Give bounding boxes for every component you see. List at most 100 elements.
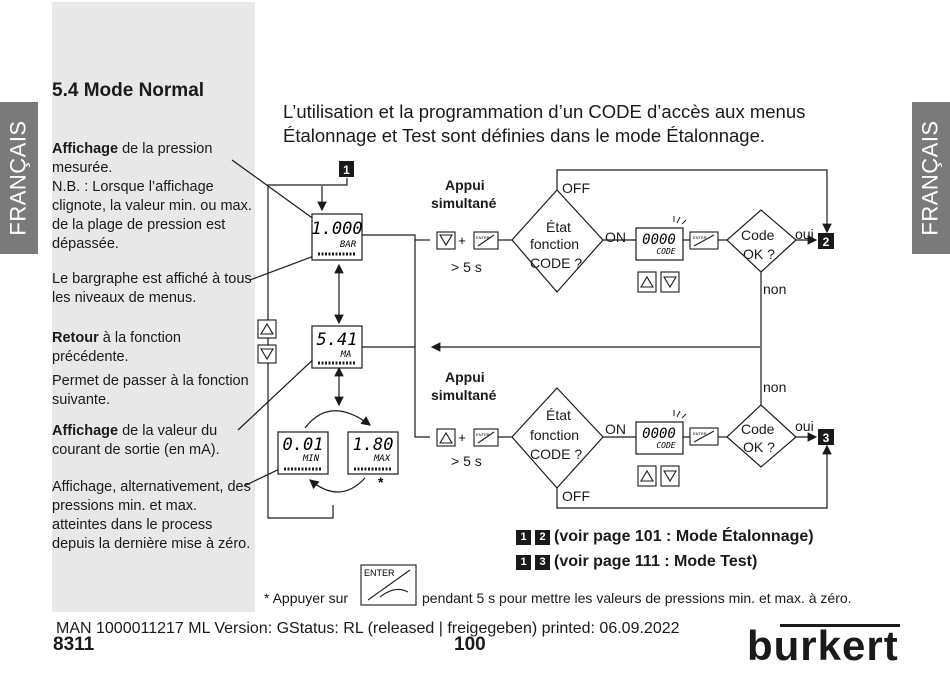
ref-text: (voir page 101 : Mode Étalonnage) bbox=[554, 528, 814, 545]
label-ok: OK ? bbox=[743, 246, 775, 262]
display-value: 0.01 bbox=[283, 435, 324, 455]
language-tab-right: FRANÇAIS bbox=[912, 102, 950, 254]
label-simultane: simultané bbox=[431, 387, 497, 403]
display-unit: MIN bbox=[302, 454, 320, 464]
footnote-pre: * Appuyer sur bbox=[264, 590, 349, 606]
svg-text:+: + bbox=[458, 430, 466, 445]
display-value: 1.80 bbox=[353, 435, 394, 455]
enter-key-label: ENTER bbox=[476, 235, 490, 240]
label-ok: OK ? bbox=[743, 439, 775, 455]
note-nb: N.B. : Lorsque l’affichage clignote, la … bbox=[52, 179, 252, 252]
step-box-2 bbox=[818, 233, 834, 249]
label-code: Code bbox=[741, 227, 775, 243]
note-min-max: Affichage, alternativement, des pression… bbox=[52, 479, 251, 552]
label-fonction: fonction bbox=[530, 236, 580, 252]
asterisk-mark: * bbox=[378, 474, 384, 490]
leader-line bbox=[237, 354, 319, 431]
up-key-icon bbox=[637, 271, 657, 293]
label-off: OFF bbox=[562, 488, 590, 504]
label-on: ON bbox=[605, 421, 626, 437]
step-box-1 bbox=[339, 161, 354, 177]
down-key-icon bbox=[660, 465, 680, 487]
enter-key-label: ENTER bbox=[693, 235, 707, 240]
footnote-post: pendant 5 s pour mettre les valeurs de p… bbox=[422, 590, 852, 606]
intro-line: Étalonnage et Test sont définies dans le… bbox=[283, 125, 766, 146]
display-unit: MAX bbox=[373, 454, 391, 464]
document-number: 8311 bbox=[53, 634, 95, 655]
brand-bar bbox=[780, 624, 900, 627]
display-current: 5.41 MA bbox=[311, 325, 363, 369]
up-key-icon bbox=[637, 465, 657, 487]
display-max: 1.80 MAX bbox=[347, 431, 399, 475]
step-box-label: 3 bbox=[823, 431, 830, 445]
note-bold: Affichage bbox=[52, 423, 119, 439]
label-oui: oui bbox=[795, 418, 814, 434]
leader-line bbox=[249, 252, 323, 281]
decision-etat-1 bbox=[511, 189, 604, 293]
step-box-label: 1 bbox=[343, 163, 350, 177]
label-non: non bbox=[763, 281, 787, 297]
label-etat: État bbox=[546, 407, 571, 423]
note-next: Permet de passer à la fonction suivante. bbox=[52, 373, 249, 408]
note-text: de la pression mesurée. bbox=[52, 141, 213, 176]
reference-calibration: 1 2 (voir page 101 : Mode Étalonnage) bbox=[516, 528, 814, 546]
note-text: de la valeur du courant de sortie (en mA… bbox=[52, 423, 220, 458]
label-fonction: fonction bbox=[530, 427, 580, 443]
note-current: Affichage de la valeur du courant de sor… bbox=[52, 422, 252, 460]
note-back: Retour à la fonction précédente. bbox=[52, 329, 252, 367]
enter-key-label: ENTER bbox=[476, 432, 490, 437]
step-box-label: 2 bbox=[823, 235, 830, 249]
decision-code-2 bbox=[726, 404, 797, 468]
label-appui: Appui bbox=[445, 369, 485, 385]
enter-key-label: ENTER bbox=[693, 431, 707, 436]
ref-box: 1 bbox=[516, 554, 531, 570]
label-code-q: CODE ? bbox=[530, 255, 583, 271]
up-key-icon bbox=[257, 319, 277, 339]
language-tab-left: FRANÇAIS bbox=[0, 102, 38, 254]
ref-box: 2 bbox=[535, 529, 550, 545]
display-value: 0000 bbox=[642, 426, 676, 442]
reference-test: 1 3 (voir page 111 : Mode Test) bbox=[516, 553, 757, 571]
down-key-icon bbox=[660, 271, 680, 293]
document-footer: MAN 1000011217 ML Version: GStatus: RL (… bbox=[56, 620, 680, 637]
ref-text: (voir page 111 : Mode Test) bbox=[554, 553, 758, 570]
intro-text: L’utilisation et la programmation d’un C… bbox=[283, 100, 883, 148]
label-code: Code bbox=[741, 421, 775, 437]
label-5s: > 5 s bbox=[451, 453, 482, 469]
display-unit: BAR bbox=[340, 240, 357, 250]
display-code-1: 0000 CODE bbox=[635, 227, 684, 261]
display-unit: MA bbox=[340, 350, 352, 360]
label-5s: > 5 s bbox=[451, 259, 482, 275]
blink-icon bbox=[673, 216, 687, 419]
note-bold: Retour bbox=[52, 330, 99, 346]
display-value: 5.41 bbox=[317, 330, 358, 350]
step-box-3 bbox=[818, 429, 834, 445]
label-code-q: CODE ? bbox=[530, 446, 583, 462]
display-min: 0.01 MIN bbox=[277, 431, 329, 475]
label-off: OFF bbox=[562, 180, 590, 196]
ref-box: 1 bbox=[516, 529, 531, 545]
down-key-icon bbox=[436, 231, 456, 250]
note-bargraph: Le bargraphe est affiché à tous les nive… bbox=[52, 271, 252, 306]
display-code-2: 0000 CODE bbox=[635, 421, 684, 455]
brand-logo: burkert bbox=[747, 622, 899, 669]
left-panel bbox=[52, 2, 255, 612]
page-number: 100 bbox=[454, 634, 486, 655]
section-title: 5.4 Mode Normal bbox=[52, 80, 205, 101]
display-unit: CODE bbox=[656, 247, 675, 256]
ref-box: 3 bbox=[535, 554, 550, 570]
svg-text:+: + bbox=[458, 233, 466, 248]
label-etat: État bbox=[546, 219, 571, 235]
display-pressure: 1.000 BAR bbox=[311, 213, 363, 261]
up-key-icon bbox=[436, 428, 456, 447]
label-appui: Appui bbox=[445, 177, 485, 193]
intro-line: L’utilisation et la programmation d’un C… bbox=[283, 101, 806, 122]
note-bold: Affichage bbox=[52, 141, 119, 157]
label-non: non bbox=[763, 379, 787, 395]
note-text: à la fonction précédente. bbox=[52, 330, 181, 365]
label-oui: oui bbox=[795, 226, 814, 242]
display-unit: CODE bbox=[656, 441, 675, 450]
down-key-icon bbox=[257, 344, 277, 364]
display-value: 0000 bbox=[642, 232, 676, 248]
